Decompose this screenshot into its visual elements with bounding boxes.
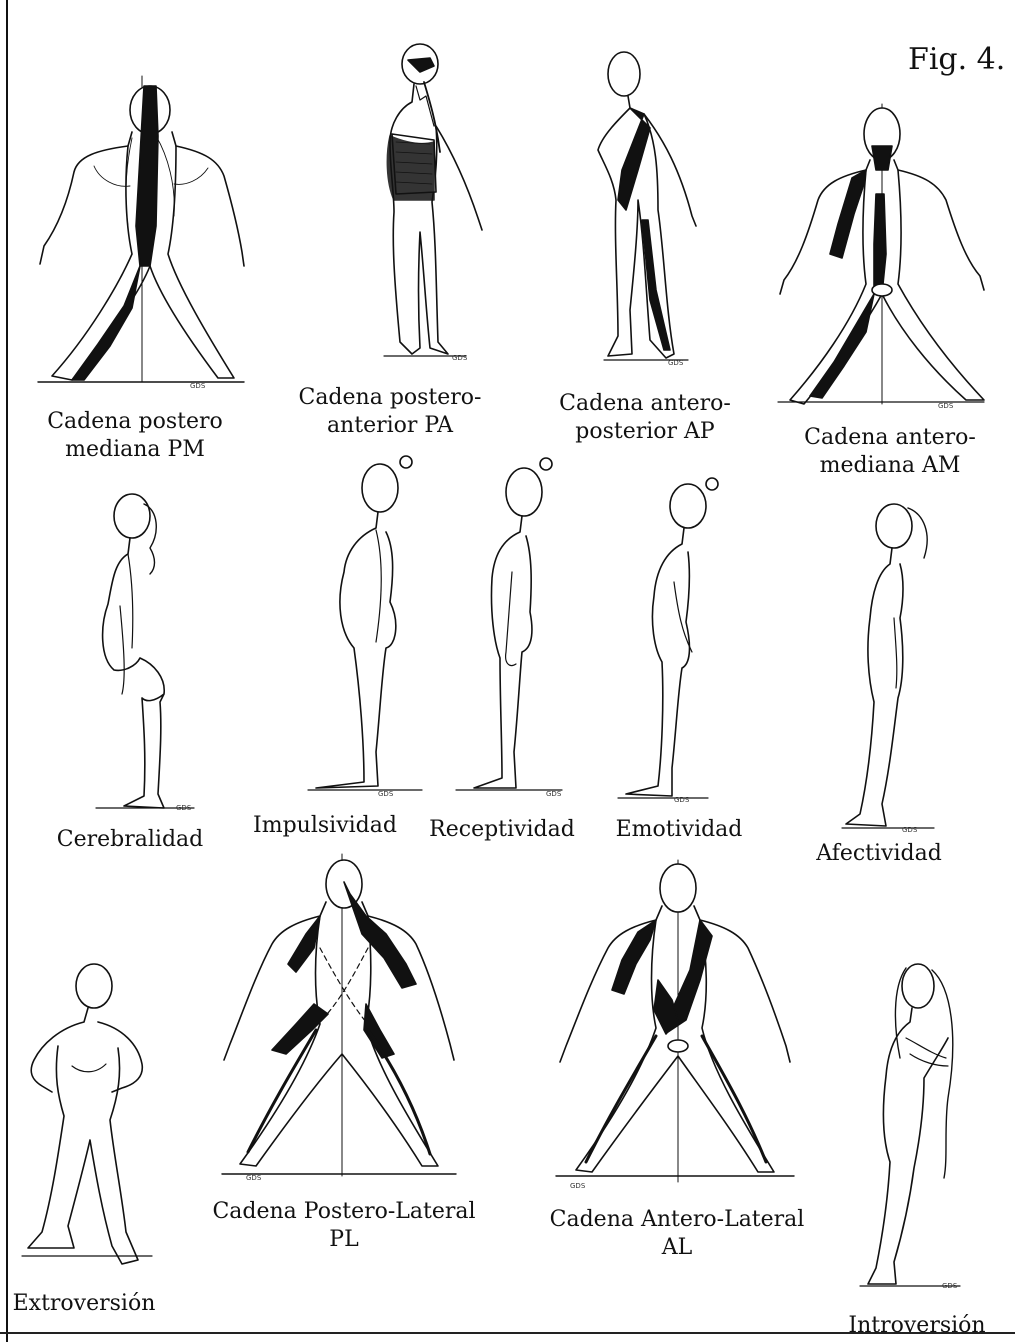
gds-mark: GDS <box>452 354 468 362</box>
figure-cadena-antero-posterior: GDS <box>584 50 704 368</box>
figure-cadena-antero-mediana: GDS <box>770 104 998 414</box>
gds-mark: GDS <box>942 1282 958 1290</box>
figure-introversion: GDS <box>852 958 972 1296</box>
caption-cadena-postero-anterior: Cadena postero- anterior PA <box>290 384 490 440</box>
caption-line: Emotividad <box>604 816 754 844</box>
gds-mark: GDS <box>190 382 206 390</box>
caption-line: Cadena Postero-Lateral <box>194 1198 494 1226</box>
figure-cadena-postero-lateral: GDS <box>216 854 464 1184</box>
caption-line: AL <box>532 1234 822 1262</box>
caption-line: Cerebralidad <box>40 826 220 854</box>
caption-line: Impulsividad <box>240 812 410 840</box>
figure-extroversion <box>18 956 158 1280</box>
gds-mark: GDS <box>674 796 690 804</box>
figure-emotividad: GDS <box>612 472 730 802</box>
caption-cerebralidad: Cerebralidad <box>40 826 220 854</box>
caption-line: Cadena postero- <box>290 384 490 412</box>
caption-afectividad: Afectividad <box>804 840 954 868</box>
figure-cadena-postero-anterior: GDS <box>360 42 488 366</box>
figure-cadena-postero-mediana: GDS <box>28 76 256 390</box>
caption-line: mediana AM <box>790 452 990 480</box>
figure-impulsividad: GDS <box>306 452 426 798</box>
caption-line: PL <box>194 1226 494 1254</box>
gds-mark: GDS <box>378 790 394 798</box>
figure-cerebralidad: GDS <box>84 488 204 816</box>
caption-emotividad: Emotividad <box>604 816 754 844</box>
caption-line: Cadena antero- <box>790 424 990 452</box>
caption-line: Introversión <box>834 1312 1000 1340</box>
caption-cadena-postero-lateral: Cadena Postero-Lateral PL <box>194 1198 494 1254</box>
caption-receptividad: Receptividad <box>418 816 586 844</box>
caption-line: Afectividad <box>804 840 954 868</box>
caption-cadena-postero-mediana: Cadena postero mediana PM <box>30 408 240 464</box>
gds-mark: GDS <box>668 359 684 367</box>
caption-cadena-antero-lateral: Cadena Antero-Lateral AL <box>532 1206 822 1262</box>
gds-mark: GDS <box>570 1182 586 1190</box>
gds-mark: GDS <box>902 826 918 834</box>
figure-number: Fig. 4. <box>908 42 1005 77</box>
gds-mark: GDS <box>176 804 192 812</box>
caption-cadena-antero-posterior: Cadena antero- posterior AP <box>550 390 740 446</box>
caption-line: Cadena Antero-Lateral <box>532 1206 822 1234</box>
caption-line: Receptividad <box>418 816 586 844</box>
caption-line: Cadena antero- <box>550 390 740 418</box>
caption-line: Cadena postero <box>30 408 240 436</box>
caption-line: mediana PM <box>30 436 240 464</box>
figure-receptividad: GDS <box>450 452 568 798</box>
caption-extroversion: Extroversión <box>4 1290 164 1318</box>
page-border-left <box>6 0 8 1342</box>
figure-cadena-antero-lateral: GDS <box>550 860 800 1192</box>
gds-mark: GDS <box>246 1174 262 1182</box>
caption-line: Extroversión <box>4 1290 164 1318</box>
caption-line: anterior PA <box>290 412 490 440</box>
caption-introversion: Introversión <box>834 1312 1000 1340</box>
figure-afectividad: GDS <box>838 498 948 836</box>
gds-mark: GDS <box>938 402 954 410</box>
gds-mark: GDS <box>546 790 562 798</box>
caption-cadena-antero-mediana: Cadena antero- mediana AM <box>790 424 990 480</box>
caption-line: posterior AP <box>550 418 740 446</box>
caption-impulsividad: Impulsividad <box>240 812 410 840</box>
